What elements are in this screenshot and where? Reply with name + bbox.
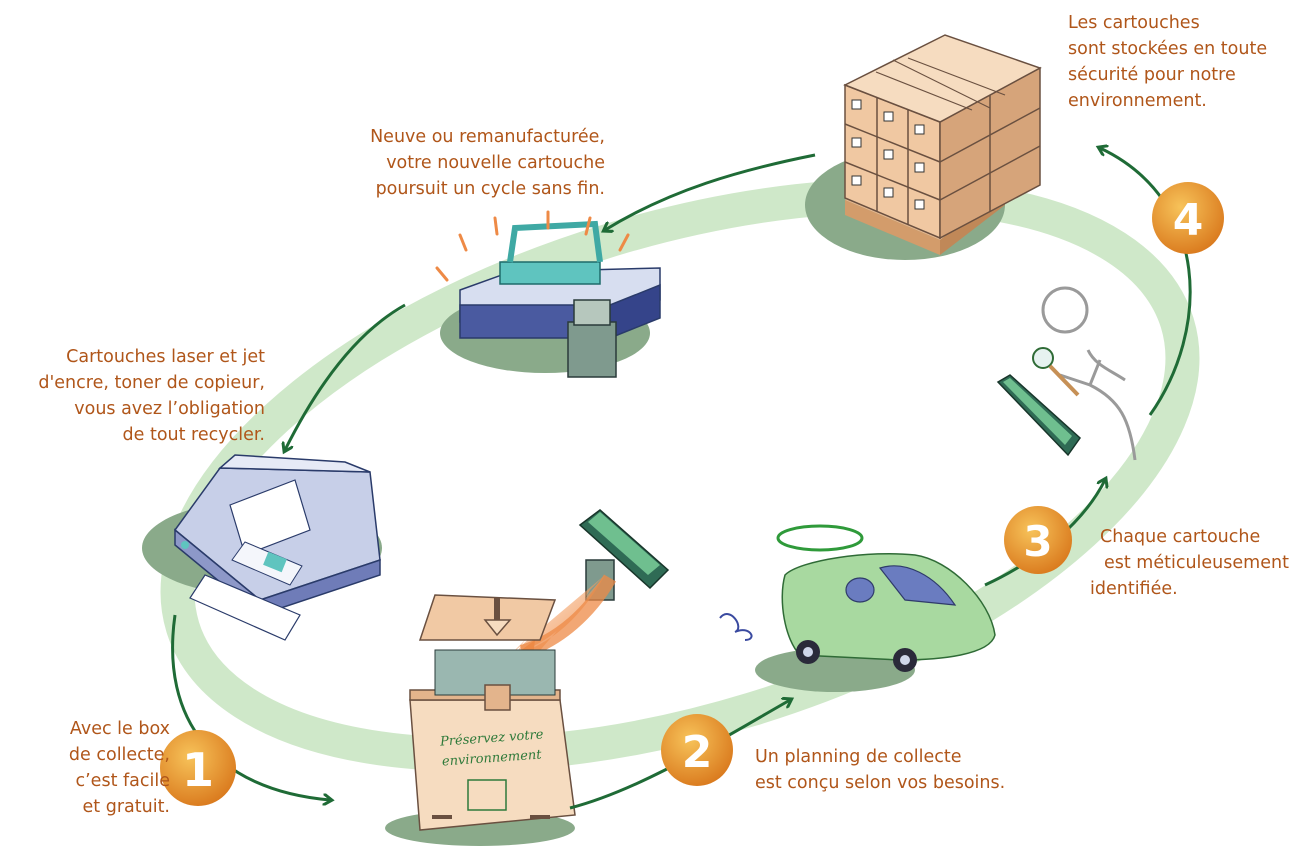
caption-obligation-line4: de tout recycler. bbox=[122, 425, 265, 445]
caption-step4-line2: sont stockées en toute bbox=[1068, 39, 1268, 59]
caption-step3: Chaque cartouche est méticuleusement ide… bbox=[1090, 524, 1305, 602]
caption-step2-line2: est conçu selon vos besoins. bbox=[755, 773, 1006, 793]
caption-step4-line4: environnement. bbox=[1068, 91, 1207, 111]
caption-step4-line1: Les cartouches bbox=[1068, 13, 1200, 33]
cycle-ring bbox=[160, 178, 1200, 772]
laser-printer-icon bbox=[435, 210, 661, 378]
van-icon bbox=[719, 524, 996, 672]
step-4-badge: 4 bbox=[1152, 182, 1224, 254]
caption-step1-line3: c’est facile bbox=[75, 771, 171, 791]
step-3-badge: 3 bbox=[1004, 506, 1072, 574]
pallet-icon bbox=[843, 34, 1042, 255]
arrow-laser-to-printer bbox=[285, 303, 406, 450]
step-1-number: 1 bbox=[182, 743, 214, 797]
caption-step3-line2: est méticuleusement bbox=[1104, 553, 1289, 573]
caption-step4: Les cartouches sont stockées en toute sé… bbox=[1068, 10, 1303, 114]
box-label-line2: environnement bbox=[442, 747, 543, 769]
caption-step3-line1: Chaque cartouche bbox=[1100, 527, 1261, 547]
caption-step3-line3: identifiée. bbox=[1090, 579, 1178, 599]
step-4-number: 4 bbox=[1173, 195, 1204, 246]
caption-obligation-line2: d'encre, toner de copieur, bbox=[38, 373, 265, 393]
arrow-pallet-to-laser bbox=[605, 153, 816, 230]
inspector-icon bbox=[996, 286, 1137, 461]
box-label-line1: Préservez votre bbox=[439, 727, 545, 749]
collection-box-icon: Préservez votre environnement bbox=[409, 594, 576, 831]
caption-step1-line1: Avec le box bbox=[69, 719, 170, 739]
step-3-number: 3 bbox=[1023, 517, 1052, 566]
caption-step1-line2: de collecte, bbox=[68, 745, 170, 765]
caption-cycle: Neuve ou remanufacturée, votre nouvelle … bbox=[330, 124, 605, 202]
step-1-badge: 1 bbox=[160, 730, 236, 806]
step-2-number: 2 bbox=[682, 727, 713, 778]
caption-step1: Avec le box de collecte, c’est facile et… bbox=[0, 716, 170, 820]
caption-step4-line3: sécurité pour notre bbox=[1068, 65, 1236, 85]
printer-icon bbox=[173, 454, 381, 641]
caption-cycle-line1: Neuve ou remanufacturée, bbox=[370, 127, 605, 147]
caption-obligation-line3: vous avez l’obligation bbox=[74, 399, 265, 419]
arrow-inspector-to-pallet bbox=[1100, 148, 1192, 416]
caption-obligation-line1: Cartouches laser et jet bbox=[66, 347, 265, 367]
caption-cycle-line2: votre nouvelle cartouche bbox=[386, 153, 605, 173]
halo-icon bbox=[776, 524, 864, 552]
step-2-badge: 2 bbox=[661, 714, 733, 786]
caption-step2: Un planning de collecte est conçu selon … bbox=[755, 744, 1055, 796]
caption-obligation: Cartouches laser et jet d'encre, toner d… bbox=[20, 344, 265, 448]
caption-step1-line4: et gratuit. bbox=[82, 797, 170, 817]
caption-cycle-line3: poursuit un cycle sans fin. bbox=[375, 179, 605, 199]
caption-step2-line1: Un planning de collecte bbox=[755, 747, 962, 767]
